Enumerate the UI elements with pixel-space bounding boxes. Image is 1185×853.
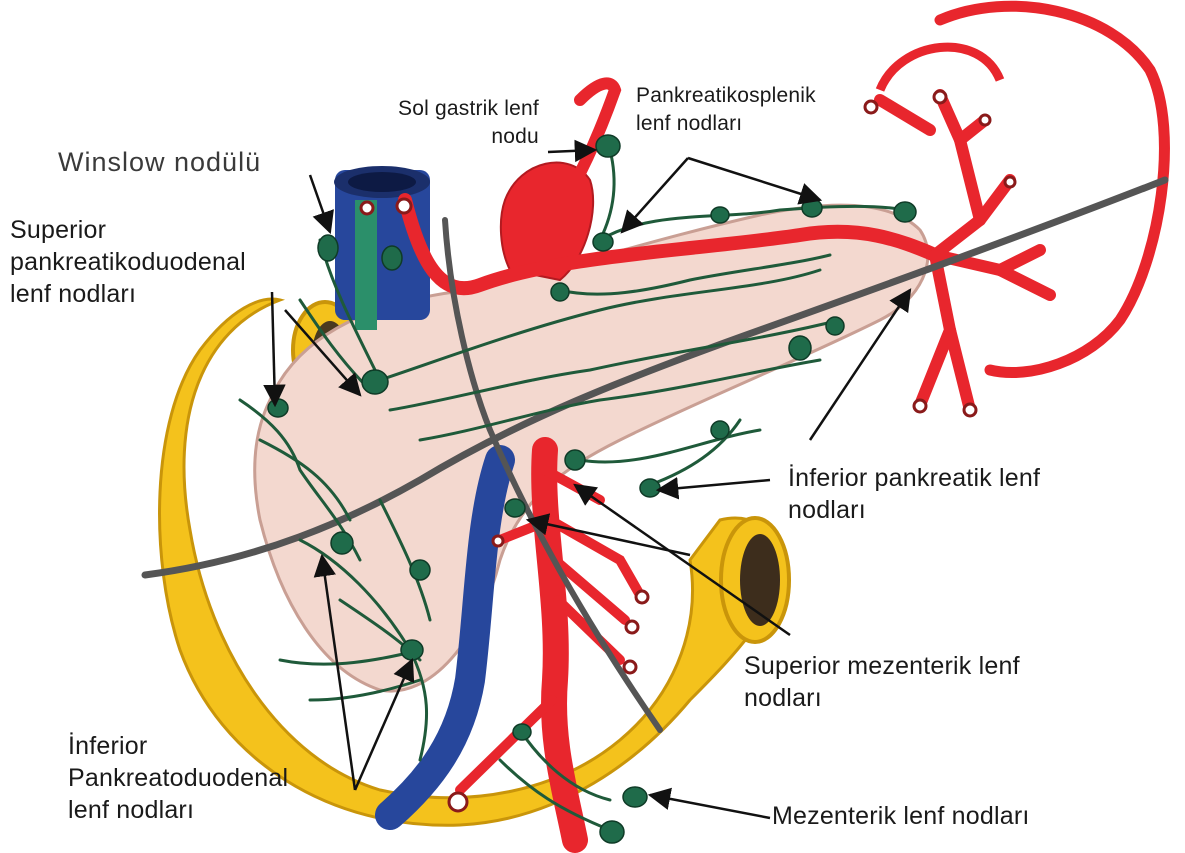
label-line: lenf nodları xyxy=(68,794,288,826)
label-line: lenf nodları xyxy=(10,278,246,310)
label-line: Superior xyxy=(10,214,246,246)
label-winslow: Winslow nodülü xyxy=(58,146,261,178)
label-line: lenf nodları xyxy=(636,110,816,138)
label-superior-mezenterik: Superior mezenterik lenf nodları xyxy=(744,650,1020,714)
label-line: Superior mezenterik lenf xyxy=(744,650,1020,682)
label-sol-gastrik: Sol gastrik lenf nodu xyxy=(398,95,539,151)
label-line: İnferior xyxy=(68,730,288,762)
label-line: pankreatikoduodenal xyxy=(10,246,246,278)
jejunum-lumen-inner-right xyxy=(740,534,780,626)
label-line: nodu xyxy=(398,123,539,151)
label-inferior-pankreatoduodenal: İnferior Pankreatoduodenal lenf nodları xyxy=(68,730,288,826)
label-line: nodları xyxy=(744,682,1020,714)
label-pankreatikosplenik: Pankreatikosplenik lenf nodları xyxy=(636,82,816,138)
label-mezenterik: Mezenterik lenf nodları xyxy=(772,800,1030,832)
label-line: Sol gastrik lenf xyxy=(398,95,539,123)
label-line: nodları xyxy=(788,494,1040,526)
label-line: Pankreatikosplenik xyxy=(636,82,816,110)
portal-vein xyxy=(355,200,377,330)
label-inferior-pankreatik: İnferior pankreatik lenf nodları xyxy=(788,462,1040,526)
label-line: Pankreatoduodenal xyxy=(68,762,288,794)
spleen-inner xyxy=(880,47,1000,90)
vena-cava-lumen xyxy=(348,172,416,192)
label-line: İnferior pankreatik lenf xyxy=(788,462,1040,494)
label-superior-pancreaticoduodenal: Superior pankreatikoduodenal lenf nodlar… xyxy=(10,214,246,310)
